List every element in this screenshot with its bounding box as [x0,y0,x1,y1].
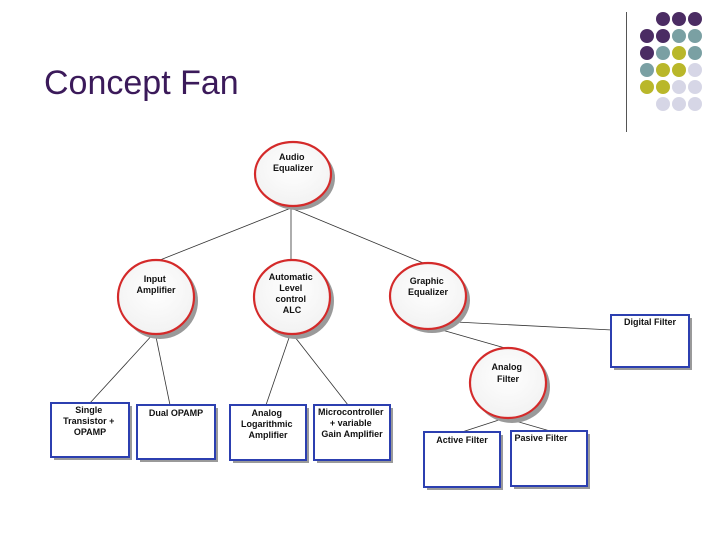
svg-text:Single Transistor +: Single Transistor + OPAMP [63,405,117,437]
node-audio-equalizer: Audio Equalizer [253,140,335,210]
svg-text:Microcontroller + variab: Microcontroller + variable Gain Amplifie… [318,407,386,439]
svg-text:Automatic Level co: Automatic Level control ALC [269,272,316,315]
analog-filter-line2: Filter [497,374,520,384]
svg-text:Graphic Equalizer: Graphic Equalizer [408,276,449,297]
svg-text:Pasive Filter: Pasive Filter [514,433,568,443]
decorative-dot [688,46,702,60]
dual-opamp-label: Dual OPAMP [149,408,203,418]
decorative-dot [672,80,686,94]
svg-text:Analog Filter: Analog Filter [491,362,524,384]
decorative-dot [656,29,670,43]
decorative-dot [688,12,702,26]
single-transistor-line3: OPAMP [74,427,106,437]
line-alc-analoglog [265,331,292,406]
microcontroller-line2: + variable [330,418,372,428]
decorative-dot [672,29,686,43]
decorative-dot [688,29,702,43]
decorative-dot [672,46,686,60]
node-analog-log-amp: Analog Logarithmic Amplifier [229,404,309,463]
node-single-transistor: Single Transistor + OPAMP [50,402,132,460]
decorative-dot [656,12,670,26]
decorative-dot [640,46,654,60]
decorative-dot-grid [640,12,720,122]
input-amplifier-line2: Amplifier [136,285,176,295]
active-filter-label: Active Filter [436,435,488,445]
decorative-dot [688,97,702,111]
alc-line4: ALC [283,305,302,315]
analog-log-amp-line3: Amplifier [248,430,288,440]
alc-line1: Automatic [269,272,313,282]
analog-filter-line1: Analog [491,362,522,372]
decorative-dot [656,63,670,77]
audio-equalizer-line2: Equalizer [273,163,314,173]
node-active-filter: Active Filter [423,431,503,490]
svg-text:Active Filter: Active Filter [436,435,488,445]
node-digital-filter: Digital Filter [610,314,692,370]
svg-text:Analog Logarithmic: Analog Logarithmic Amplifier [241,408,295,440]
line-input-dual [154,331,171,406]
microcontroller-line1: Microcontroller [318,407,384,417]
node-alc: Automatic Level control ALC [252,258,334,339]
analog-log-amp-line1: Analog [251,408,282,418]
microcontroller-line3: Gain Amplifier [321,429,383,439]
svg-text:Digital Filter: Digital Filter [624,317,677,327]
alc-line3: control [275,294,306,304]
header-divider [626,12,627,132]
single-transistor-line1: Single [75,405,102,415]
node-input-amplifier: Input Amplifier [116,258,198,339]
line-input-single [89,331,156,404]
node-dual-opamp: Dual OPAMP [136,404,218,462]
connector-lines [89,207,613,433]
line-audio-input [154,207,292,263]
slide-title: Concept Fan [44,64,239,102]
single-transistor-line2: Transistor + [63,416,114,426]
audio-equalizer-line1: Audio [279,152,305,162]
decorative-dot [640,63,654,77]
graphic-equalizer-line2: Equalizer [408,287,449,297]
pasive-filter-label: Pasive Filter [514,433,568,443]
decorative-dot [688,63,702,77]
decorative-dot [672,97,686,111]
svg-text:Audio Equalizer: Audio Equalizer [273,152,314,173]
alc-line2: Level [279,283,302,293]
analog-log-amp-line2: Logarithmic [241,419,293,429]
svg-text:Dual OPAMP: Dual OPAMP [149,408,203,418]
decorative-dot [672,12,686,26]
decorative-dot [656,46,670,60]
decorative-dot [640,80,654,94]
node-analog-filter: Analog Filter [468,346,550,423]
digital-filter-label: Digital Filter [624,317,677,327]
decorative-dot [656,80,670,94]
svg-text:Input Amplifier: Input Amplifier [136,274,176,295]
node-microcontroller: Microcontroller + variable Gain Amplifie… [313,404,393,463]
decorative-dot [640,29,654,43]
line-audio-graphic [290,207,429,266]
decorative-dot [656,97,670,111]
input-amplifier-line1: Input [144,274,166,284]
node-pasive-filter: Pasive Filter [510,430,590,489]
line-alc-micro [290,331,349,406]
line-graphic-digital [455,321,613,331]
decorative-dot [688,80,702,94]
decorative-dot [672,63,686,77]
graphic-equalizer-line1: Graphic [410,276,444,286]
node-graphic-equalizer: Graphic Equalizer [388,261,470,333]
